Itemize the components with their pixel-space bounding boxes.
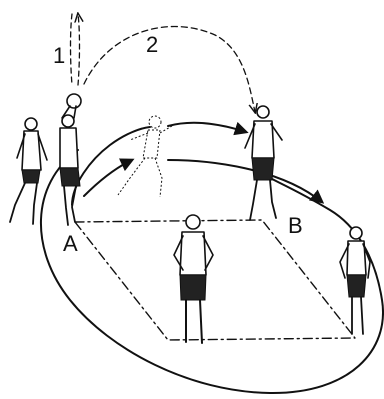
pass-path-1	[71, 14, 80, 85]
run-arrow-a	[84, 160, 132, 196]
volleyball	[67, 94, 81, 108]
court-rectangle	[75, 220, 355, 340]
label-point-b: B	[288, 213, 303, 238]
run-arrow-to-b	[168, 160, 322, 202]
run-arc-left	[72, 127, 150, 205]
label-step-1: 1	[53, 43, 65, 68]
player-right	[340, 227, 370, 334]
player-receiver	[245, 106, 282, 220]
field-outline	[41, 150, 383, 393]
label-point-a: A	[63, 231, 78, 256]
label-step-2: 2	[146, 32, 158, 57]
player-setter	[60, 106, 80, 225]
run-arrow-to-receiver	[168, 123, 246, 132]
player-center	[174, 215, 213, 343]
pass-path-2	[84, 27, 255, 112]
